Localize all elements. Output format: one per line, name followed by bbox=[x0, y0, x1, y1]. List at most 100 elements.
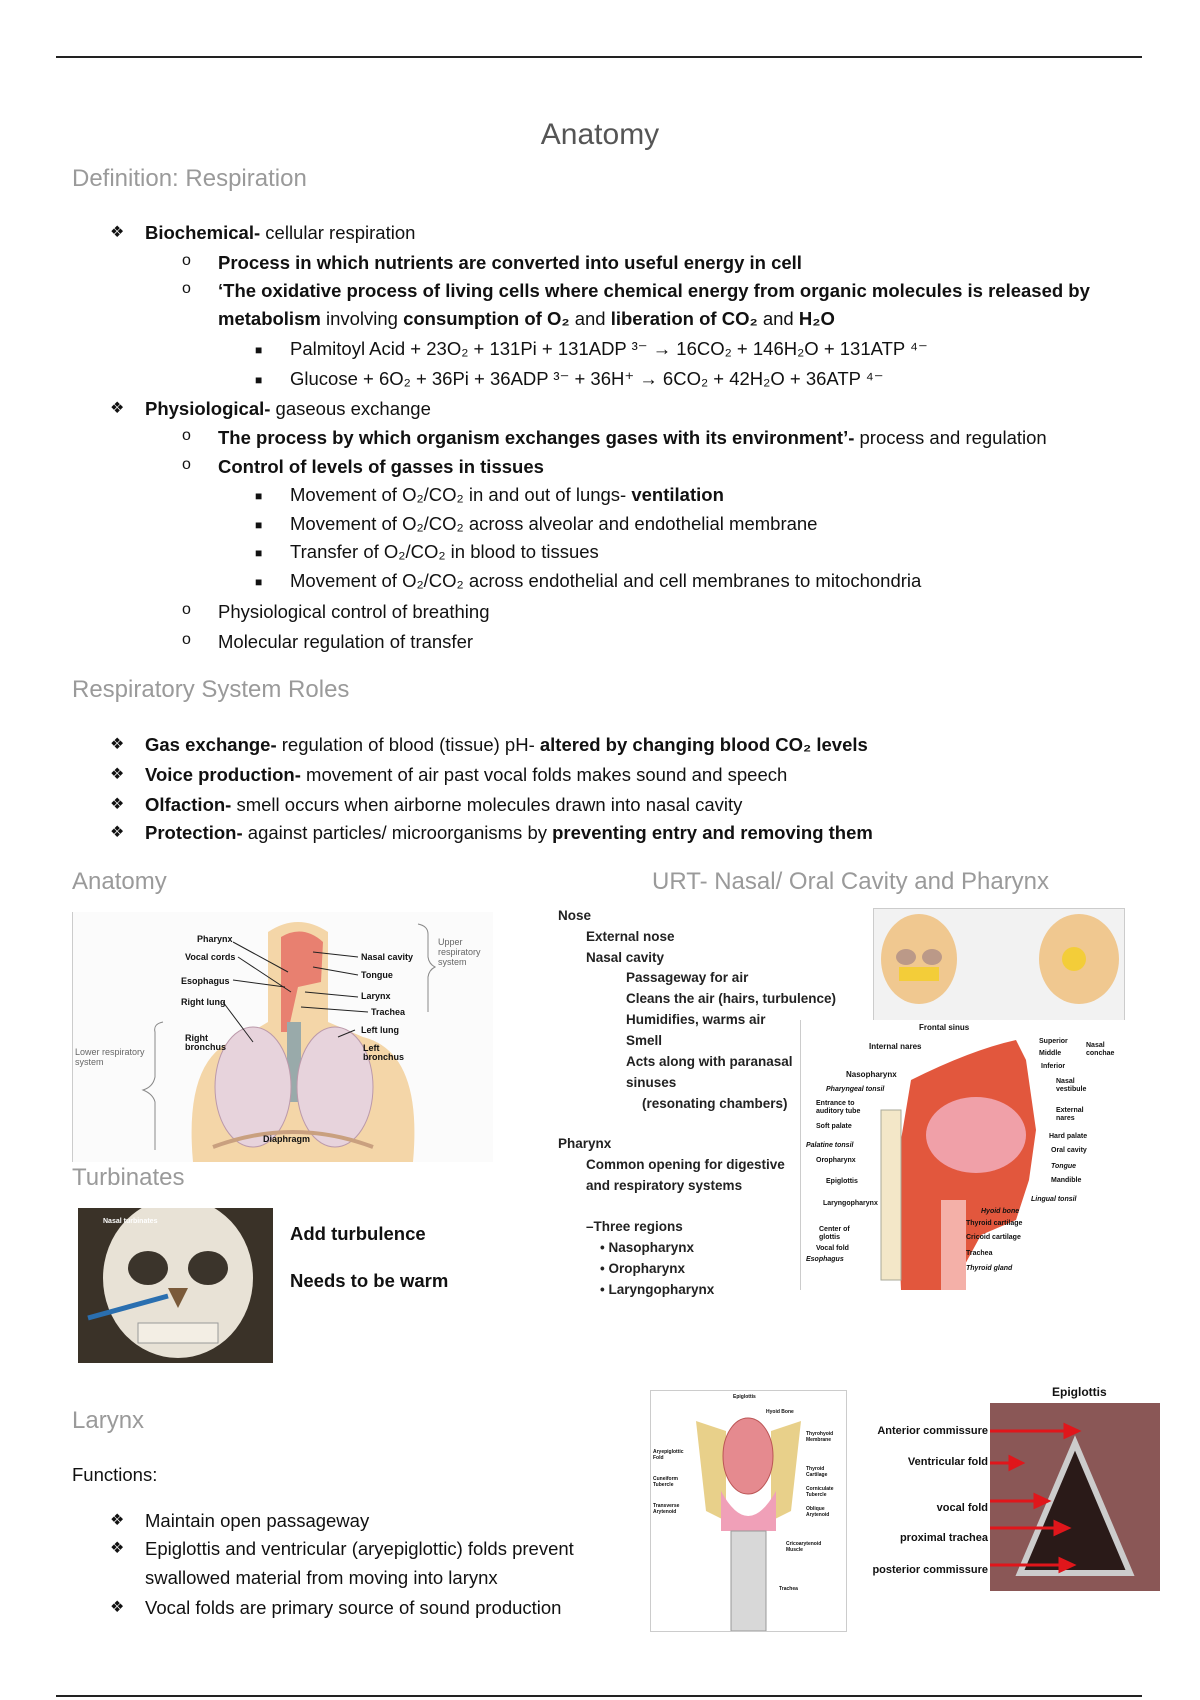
larynx-function: Vocal folds are primary source of sound … bbox=[145, 1597, 562, 1618]
label-frontal-sinus: Frontal sinus bbox=[919, 1023, 970, 1032]
heading-definition: Definition: Respiration bbox=[72, 165, 307, 192]
label-esophagus: Esophagus bbox=[181, 976, 230, 986]
urt-regions-title: –Three regions bbox=[586, 1219, 683, 1234]
label-inferior: Inferior bbox=[1041, 1063, 1066, 1070]
heading-roles: Respiratory System Roles bbox=[72, 676, 350, 703]
label-aryepiglottic: Aryepiglottic Fold bbox=[653, 1449, 684, 1461]
label-right-bronchus: Right bronchus bbox=[185, 1033, 227, 1052]
circle-bullet-icon: o bbox=[182, 631, 191, 648]
urt-region: • Oropharynx bbox=[600, 1261, 686, 1276]
label-lower-system: Lower respiratory system bbox=[75, 1047, 145, 1067]
sagittal-head-figure: Frontal sinus Internal nares Nasopharynx… bbox=[800, 1020, 1131, 1290]
laryngoscope-photo bbox=[990, 1403, 1160, 1591]
label-tongue-sag: Tongue bbox=[1051, 1163, 1077, 1170]
respiratory-system-figure: Pharynx Vocal cords Esophagus Right lung… bbox=[72, 912, 493, 1162]
urt-nasal-item: sinuses bbox=[626, 1075, 677, 1090]
urt-nasal-item: Acts along with paranasal bbox=[626, 1054, 793, 1069]
urt-pharynx-desc: and respiratory systems bbox=[586, 1178, 743, 1193]
desc: cellular respiration bbox=[260, 222, 416, 243]
equation-palmitoyl: Palmitoyl Acid + 23O₂ + 131Pi + 131ADP ³… bbox=[290, 338, 928, 359]
label-diaphragm: Diaphragm bbox=[263, 1134, 311, 1144]
phys-item: Movement of O₂/CO₂ in and out of lungs- … bbox=[290, 484, 724, 505]
square-bullet-icon: ■ bbox=[255, 489, 263, 503]
scope-label: proximal trachea bbox=[899, 1532, 988, 1544]
label-conchae: Nasal conchae bbox=[1086, 1042, 1115, 1057]
urt-region: • Nasopharynx bbox=[600, 1240, 695, 1255]
phys-sub4: Molecular regulation of transfer bbox=[218, 631, 474, 652]
heading-urt: URT- Nasal/ Oral Cavity and Pharynx bbox=[652, 868, 1050, 895]
skull-illustration bbox=[87, 1198, 253, 1358]
urt-nasal-item: Passageway for air bbox=[626, 970, 749, 985]
urt-nose: Nose bbox=[558, 908, 592, 923]
label-left-bronchus: Left bronchus bbox=[363, 1043, 405, 1062]
square-bullet-icon: ■ bbox=[255, 518, 263, 532]
label-thyrohyoid: Thyrohyoid Membrane bbox=[806, 1431, 834, 1443]
label-vocal-fold: Vocal fold bbox=[816, 1245, 849, 1252]
square-bullet-icon: ■ bbox=[255, 546, 263, 560]
label-vocal-cords: Vocal cords bbox=[185, 952, 236, 962]
scope-label: posterior commissure bbox=[872, 1564, 988, 1576]
circle-bullet-icon: o bbox=[182, 427, 191, 444]
skull-turbinates-photo: Nasal turbinates bbox=[78, 1198, 273, 1363]
page-title: Anatomy bbox=[540, 118, 660, 151]
glottis-photo-illustration bbox=[990, 1403, 1160, 1591]
bio-sub1: Process in which nutrients are converted… bbox=[218, 252, 802, 273]
urt-nasal-item: Cleans the air (hairs, turbulence) bbox=[626, 991, 837, 1006]
label-hyoid: Hyoid bone bbox=[981, 1208, 1020, 1215]
phys-sub2: Control of levels of gasses in tissues bbox=[218, 456, 544, 477]
label-nasal-cavity: Nasal cavity bbox=[361, 952, 414, 962]
label-corniculate: Corniculate Tubercle bbox=[806, 1486, 834, 1498]
equation-glucose: Glucose + 6O₂ + 36Pi + 36ADP ³⁻ + 36H⁺ →… bbox=[290, 368, 884, 389]
label-epiglottis: Epiglottis bbox=[826, 1178, 858, 1185]
label-middle: Middle bbox=[1039, 1050, 1062, 1057]
role-item: Gas exchange- regulation of blood (tissu… bbox=[145, 734, 868, 755]
turbinates-note: Add turbulence bbox=[290, 1223, 426, 1244]
circle-bullet-icon: o bbox=[182, 456, 191, 473]
diamond-bullet-icon: ❖ bbox=[110, 824, 125, 841]
diamond-bullet-icon: ❖ bbox=[110, 796, 125, 813]
label-lingual-tonsil: Lingual tonsil bbox=[1031, 1196, 1077, 1203]
label-oral-cavity: Oral cavity bbox=[1051, 1147, 1087, 1154]
label-pharynx: Pharynx bbox=[197, 934, 233, 944]
label-trachea-lx: Trachea bbox=[779, 1586, 798, 1592]
diamond-bullet-icon: ❖ bbox=[110, 1540, 125, 1557]
label-superior: Superior bbox=[1039, 1038, 1068, 1045]
scope-label: Ventricular fold bbox=[907, 1456, 988, 1468]
role-item: Olfaction- smell occurs when airborne mo… bbox=[145, 794, 743, 815]
label-mandible: Mandible bbox=[1051, 1177, 1082, 1184]
circle-bullet-icon: o bbox=[182, 601, 191, 618]
diamond-bullet-icon: ❖ bbox=[110, 400, 125, 417]
label-nasal-turbinates: Nasal turbinates bbox=[103, 1218, 158, 1225]
label-upper-system: Upper respiratory system bbox=[438, 937, 481, 967]
larynx-function-cont: swallowed material from moving into lary… bbox=[145, 1567, 498, 1588]
label-thyroid-gland: Thyroid gland bbox=[966, 1265, 1013, 1272]
label-vestibule: Nasal vestibule bbox=[1056, 1078, 1087, 1093]
bio-sub2: ‘The oxidative process of living cells w… bbox=[218, 280, 1090, 301]
urt-nasal-item: Smell bbox=[626, 1033, 663, 1048]
label-nasopharynx: Nasopharynx bbox=[846, 1070, 897, 1079]
label-larynx: Larynx bbox=[361, 991, 391, 1001]
turbinates-note: Needs to be warm bbox=[290, 1270, 449, 1291]
label-hard-palate: Hard palate bbox=[1049, 1133, 1088, 1140]
heading-anatomy: Anatomy bbox=[72, 868, 167, 895]
larynx-function: Maintain open passageway bbox=[145, 1510, 370, 1531]
larynx-functions-label: Functions: bbox=[72, 1464, 158, 1485]
top-rule bbox=[56, 56, 1142, 58]
label-glottis: Center of glottis bbox=[819, 1226, 850, 1241]
scope-title: Epiglottis bbox=[1052, 1385, 1107, 1399]
label-auditory-tube: Entrance to auditory tube bbox=[816, 1100, 861, 1115]
heading-larynx: Larynx bbox=[72, 1407, 145, 1434]
phys-item: Movement of O₂/CO₂ across alveolar and e… bbox=[290, 513, 818, 534]
skull-sinus-illustration bbox=[881, 914, 1119, 1004]
larynx-illustration bbox=[696, 1417, 801, 1632]
label-internal-nares: Internal nares bbox=[869, 1042, 922, 1051]
square-bullet-icon: ■ bbox=[255, 343, 263, 357]
label-tongue: Tongue bbox=[361, 970, 393, 980]
label-cricoarytenoid: Cricoarytenoid Muscle bbox=[786, 1541, 822, 1553]
label-cricoid: Cricoid cartilage bbox=[966, 1234, 1021, 1241]
urt-resonating: (resonating chambers) bbox=[642, 1096, 788, 1111]
larynx-posterior-figure: Epiglottis Hyoid Bone Thyrohyoid Membran… bbox=[650, 1390, 847, 1632]
urt-nasal-item: Humidifies, warms air bbox=[626, 1012, 766, 1027]
label-left-lung: Left lung bbox=[361, 1025, 399, 1035]
label-laryngopharynx: Laryngopharynx bbox=[823, 1200, 878, 1207]
